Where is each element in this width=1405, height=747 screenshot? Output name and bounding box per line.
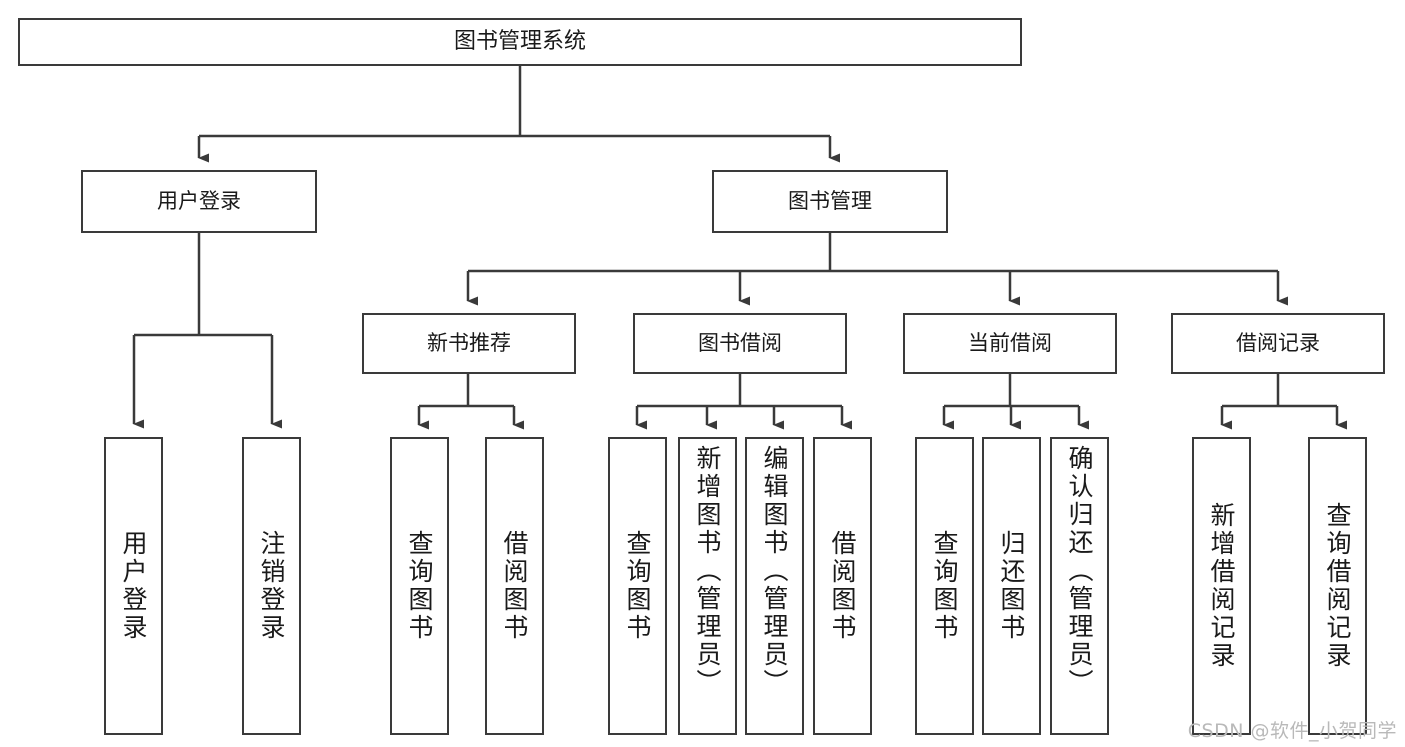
node-leaf-query-book-borrow[interactable]: 查询图书 [608,437,667,735]
node-label: 用户登录 [157,189,241,214]
node-label: 编辑图书（管理员） [760,445,789,697]
node-current-borrow[interactable]: 当前借阅 [903,313,1117,374]
node-label: 确认归还（管理员） [1065,445,1094,697]
node-leaf-borrow-book[interactable]: 借阅图书 [813,437,872,735]
node-new-book-recommendation[interactable]: 新书推荐 [362,313,576,374]
node-label: 新书推荐 [427,331,511,356]
node-leaf-confirm-return-admin[interactable]: 确认归还（管理员） [1050,437,1109,735]
node-label: 查询图书 [405,530,434,642]
node-label: 新增图书（管理员） [693,445,722,697]
node-label: 注销登录 [257,530,286,642]
node-label: 当前借阅 [968,331,1052,356]
node-leaf-return-book[interactable]: 归还图书 [982,437,1041,735]
node-label: 借阅图书 [828,530,857,642]
node-label: 归还图书 [997,530,1026,642]
node-label: 借阅图书 [500,530,529,642]
node-label: 借阅记录 [1236,331,1320,356]
node-book-manage[interactable]: 图书管理 [712,170,948,233]
node-label: 图书管理系统 [453,29,586,55]
node-label: 图书管理 [788,189,872,214]
node-root-library-system[interactable]: 图书管理系统 [18,18,1022,66]
node-leaf-edit-book-admin[interactable]: 编辑图书（管理员） [745,437,804,735]
node-label: 查询图书 [930,530,959,642]
node-leaf-add-book-admin[interactable]: 新增图书（管理员） [678,437,737,735]
node-leaf-user-login[interactable]: 用户登录 [104,437,163,735]
node-leaf-add-borrow-record[interactable]: 新增借阅记录 [1192,437,1251,735]
node-label: 新增借阅记录 [1207,502,1236,670]
node-leaf-query-borrow-record[interactable]: 查询借阅记录 [1308,437,1367,735]
node-label: 查询借阅记录 [1323,502,1352,670]
node-label: 查询图书 [623,530,652,642]
node-user-login[interactable]: 用户登录 [81,170,317,233]
watermark-text: CSDN @软件_小贺同学 [1187,720,1397,742]
node-label: 用户登录 [119,530,148,642]
node-leaf-borrow-book-rec[interactable]: 借阅图书 [485,437,544,735]
node-leaf-query-book-current[interactable]: 查询图书 [915,437,974,735]
node-book-borrow[interactable]: 图书借阅 [633,313,847,374]
node-borrow-record[interactable]: 借阅记录 [1171,313,1385,374]
node-leaf-logout[interactable]: 注销登录 [242,437,301,735]
node-leaf-query-book-rec[interactable]: 查询图书 [390,437,449,735]
node-label: 图书借阅 [698,331,782,356]
